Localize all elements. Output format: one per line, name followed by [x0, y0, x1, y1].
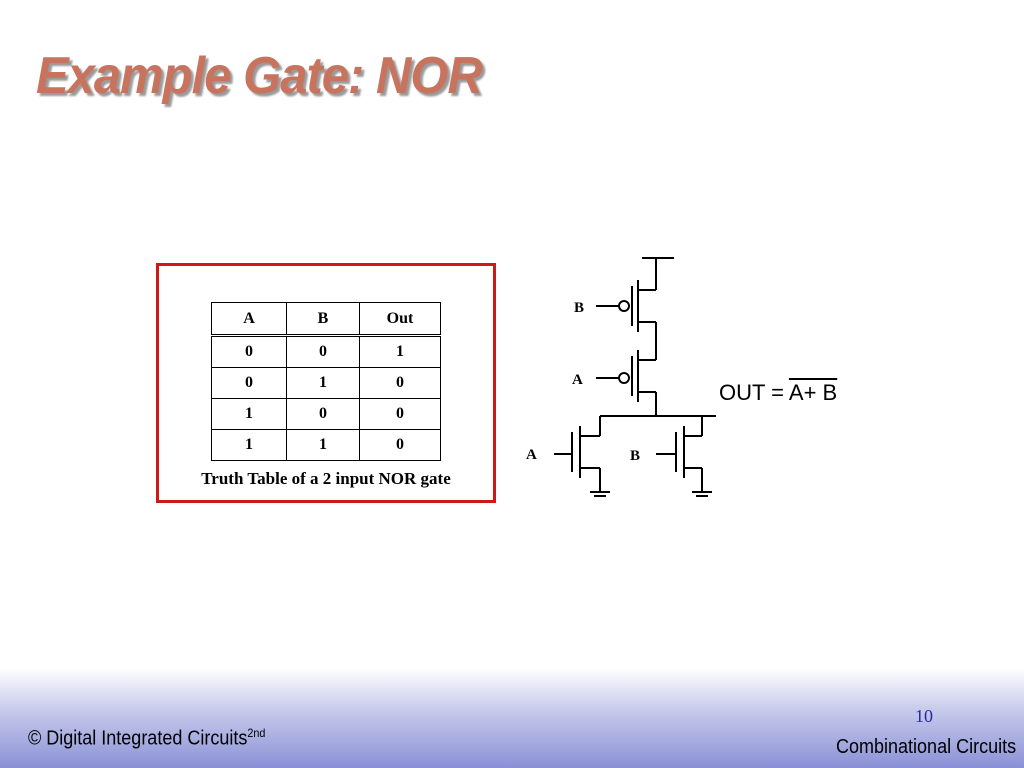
nmos-gate-label-a: A: [526, 447, 537, 463]
table-row: 1 0 0: [211, 398, 441, 430]
output-equation: OUT = A+ B: [719, 380, 837, 406]
slide-title: Example Gate: NOR: [36, 47, 483, 105]
table-row: 0 0 1: [211, 335, 441, 368]
truth-table-header-row: A B Out: [211, 302, 441, 336]
cell-b: 1: [286, 367, 360, 399]
footer-edition: 2nd: [247, 726, 266, 740]
footer-chapter: Combinational Circuits: [835, 736, 1016, 758]
output-equation-rhs: A+ B: [788, 380, 838, 405]
table-row: 0 1 0: [211, 367, 441, 399]
cell-a: 0: [211, 335, 287, 368]
cell-out: 0: [359, 398, 441, 430]
nmos-transistor-a: [554, 416, 610, 497]
footer-copyright: © Digital Integrated Circuits2nd: [28, 726, 265, 751]
cell-b: 0: [286, 335, 360, 368]
nmos-transistor-b: [656, 416, 712, 497]
nmos-gate-label-b: B: [630, 448, 640, 464]
header-b: B: [286, 302, 360, 336]
cell-b: 1: [286, 429, 360, 461]
footer-band: [0, 668, 1024, 768]
page-number: 10: [915, 706, 933, 726]
cell-b: 0: [286, 398, 360, 430]
footer-copyright-text: © Digital Integrated Circuits: [28, 727, 248, 750]
cell-a: 1: [211, 398, 287, 430]
truth-table-box: A B Out 0 0 1 0 1 0 1 0: [156, 263, 496, 503]
header-a: A: [211, 302, 287, 336]
cell-a: 1: [211, 429, 287, 461]
cell-out: 1: [359, 335, 441, 368]
pmos-transistor-b: [596, 258, 657, 360]
pmos-transistor-a: [596, 350, 657, 416]
pmos-gate-label-b: B: [574, 300, 584, 316]
cell-a: 0: [211, 367, 287, 399]
pmos-gate-label-a: A: [572, 372, 583, 388]
cell-out: 0: [359, 429, 441, 461]
header-out: Out: [359, 302, 441, 336]
truth-table-caption: Truth Table of a 2 input NOR gate: [201, 469, 451, 488]
cell-out: 0: [359, 367, 441, 399]
nor-gate-schematic: B A A B: [526, 257, 716, 497]
table-row: 1 1 0: [211, 429, 441, 461]
truth-table: A B Out 0 0 1 0 1 0 1 0: [211, 302, 441, 461]
output-equation-lhs: OUT =: [719, 380, 789, 405]
